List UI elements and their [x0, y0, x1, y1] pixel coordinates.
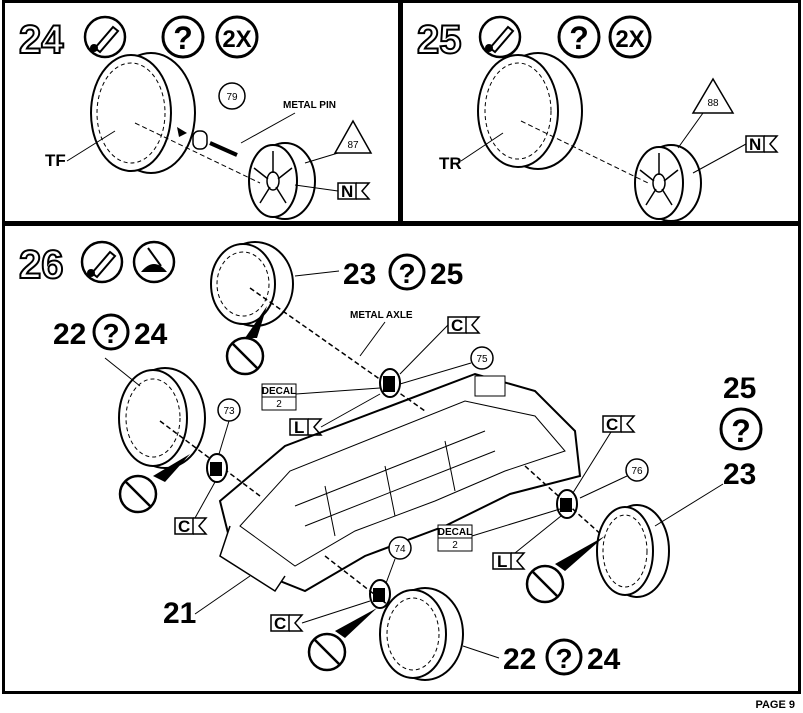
sprue-letter: L: [497, 552, 507, 571]
hub-part-ref: 75: [476, 354, 488, 365]
question-choice-icon: ?: [719, 407, 763, 451]
svg-text:?: ?: [102, 318, 119, 349]
step-25-drawing: 25 ? 2X TR 88: [416, 15, 779, 222]
chassis-part-ref: 21: [163, 597, 196, 630]
part-ref-circle: [218, 82, 246, 110]
sprue-tag: [270, 614, 290, 632]
tire-rear-right: [596, 504, 670, 598]
step-24-number: 24: [19, 18, 64, 62]
sprue-letter: C: [274, 614, 286, 633]
svg-text:?: ?: [731, 413, 751, 449]
question-choice-icon: ?: [557, 15, 601, 59]
tire-front-left: [118, 367, 206, 469]
svg-text:?: ?: [555, 643, 572, 674]
step-24-panel: 24 ? 2X TF 79 METAL PIN: [2, 0, 401, 224]
hub-rear-left: [379, 368, 401, 398]
sprue-tag: [174, 517, 194, 535]
step-24-drawing: 24 ? 2X TF 79 METAL PIN: [18, 15, 373, 220]
no-glue-icon: [307, 608, 377, 672]
wheel-part-ref: 87: [347, 140, 359, 151]
tire: [477, 52, 583, 170]
hub-cap: [192, 130, 208, 150]
svg-text:?: ?: [569, 20, 589, 56]
callout-number: 25: [723, 372, 756, 405]
sprue-letter: C: [178, 517, 190, 536]
hub-front-left: [206, 453, 228, 483]
part-ref-triangle: [333, 119, 373, 154]
svg-text:2: 2: [276, 399, 282, 410]
axle-label: METAL AXLE: [350, 310, 413, 321]
no-glue-icon: [525, 536, 605, 604]
callout-number: 22: [503, 643, 536, 676]
paint-icon: [132, 240, 176, 284]
sprue-letter: N: [341, 182, 353, 201]
step-26-drawing: 26 21 23 ?: [18, 240, 763, 681]
sprue-tag: [289, 418, 309, 436]
svg-text:?: ?: [173, 20, 193, 56]
svg-text:DECAL: DECAL: [438, 527, 472, 538]
repeat-badge: 2X: [215, 15, 259, 59]
sprue-tag: [492, 552, 512, 570]
chassis: [218, 372, 582, 593]
callout-number: 24: [587, 643, 621, 676]
callout-number: 22: [53, 318, 86, 351]
svg-text:2: 2: [452, 540, 458, 551]
hub-part-ref: 74: [394, 544, 406, 555]
glue-tube-icon: [83, 15, 127, 59]
sprue-letter: C: [606, 415, 618, 434]
no-glue-icon: [225, 306, 267, 376]
sprue-letter: C: [451, 316, 463, 335]
tire: [90, 52, 196, 174]
tire-label: TF: [45, 151, 66, 170]
svg-text:DECAL: DECAL: [262, 386, 296, 397]
part-ref-triangle: [691, 77, 735, 114]
decal-box: DECAL 2: [261, 383, 297, 411]
wheel-rim: [248, 142, 316, 220]
callout-number: 23: [723, 458, 756, 491]
callout-number: 24: [134, 318, 168, 351]
hub-part-ref: 73: [223, 406, 235, 417]
repeat-count: 2X: [615, 26, 644, 53]
page-number: PAGE 9: [755, 699, 795, 711]
metal-pin: [209, 141, 238, 157]
sprue-letter: L: [294, 418, 304, 437]
question-choice-icon: ?: [161, 15, 205, 59]
step-26-number: 26: [19, 243, 64, 287]
tire-front-right: [379, 587, 464, 681]
sprue-letter: N: [749, 135, 761, 154]
repeat-count: 2X: [222, 26, 251, 53]
tire-rear-left: [210, 241, 294, 327]
pin-part-ref: 79: [226, 92, 238, 103]
svg-text:?: ?: [398, 258, 415, 289]
hub-part-ref: 76: [631, 466, 643, 477]
sprue-tag: [602, 415, 622, 433]
glue-tube-icon: [478, 15, 522, 59]
callout-number: 23: [343, 258, 376, 291]
question-choice-icon: ?: [388, 253, 426, 291]
glue-tube-icon: [80, 240, 124, 284]
wheel-rim: [634, 144, 702, 222]
decal-box: DECAL 2: [437, 524, 473, 552]
no-glue-icon: [118, 454, 190, 514]
repeat-badge: 2X: [608, 15, 652, 59]
step-25-panel: 25 ? 2X TR 88: [400, 0, 801, 224]
step-25-number: 25: [417, 18, 462, 62]
callout-number: 25: [430, 258, 463, 291]
tire-label: TR: [439, 154, 462, 173]
step-26-panel: 26 21 23 ?: [2, 223, 801, 694]
hub-front-right: [369, 579, 391, 609]
wheel-part-ref: 88: [707, 98, 719, 109]
pin-label: METAL PIN: [283, 100, 336, 111]
question-choice-icon: ?: [92, 313, 130, 351]
question-choice-icon: ?: [545, 638, 583, 676]
